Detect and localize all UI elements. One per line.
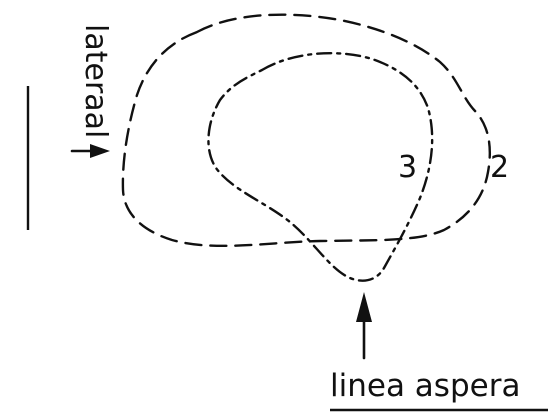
lateral-arrow: [70, 144, 110, 158]
linea-aspera-arrow-head: [356, 292, 372, 322]
lateral-arrow-head: [90, 144, 110, 158]
contour-2-label: 2: [490, 150, 509, 185]
lateral-label-group: lateraal: [26, 24, 113, 230]
contour-2-outline: [121, 13, 491, 248]
lateral-label: lateraal: [78, 24, 113, 138]
linea-aspera-label: linea aspera: [330, 368, 520, 404]
linea-aspera-arrow: [356, 292, 372, 360]
linea-aspera-label-group: linea aspera: [330, 368, 548, 412]
contour-3-label: 3: [398, 150, 417, 185]
